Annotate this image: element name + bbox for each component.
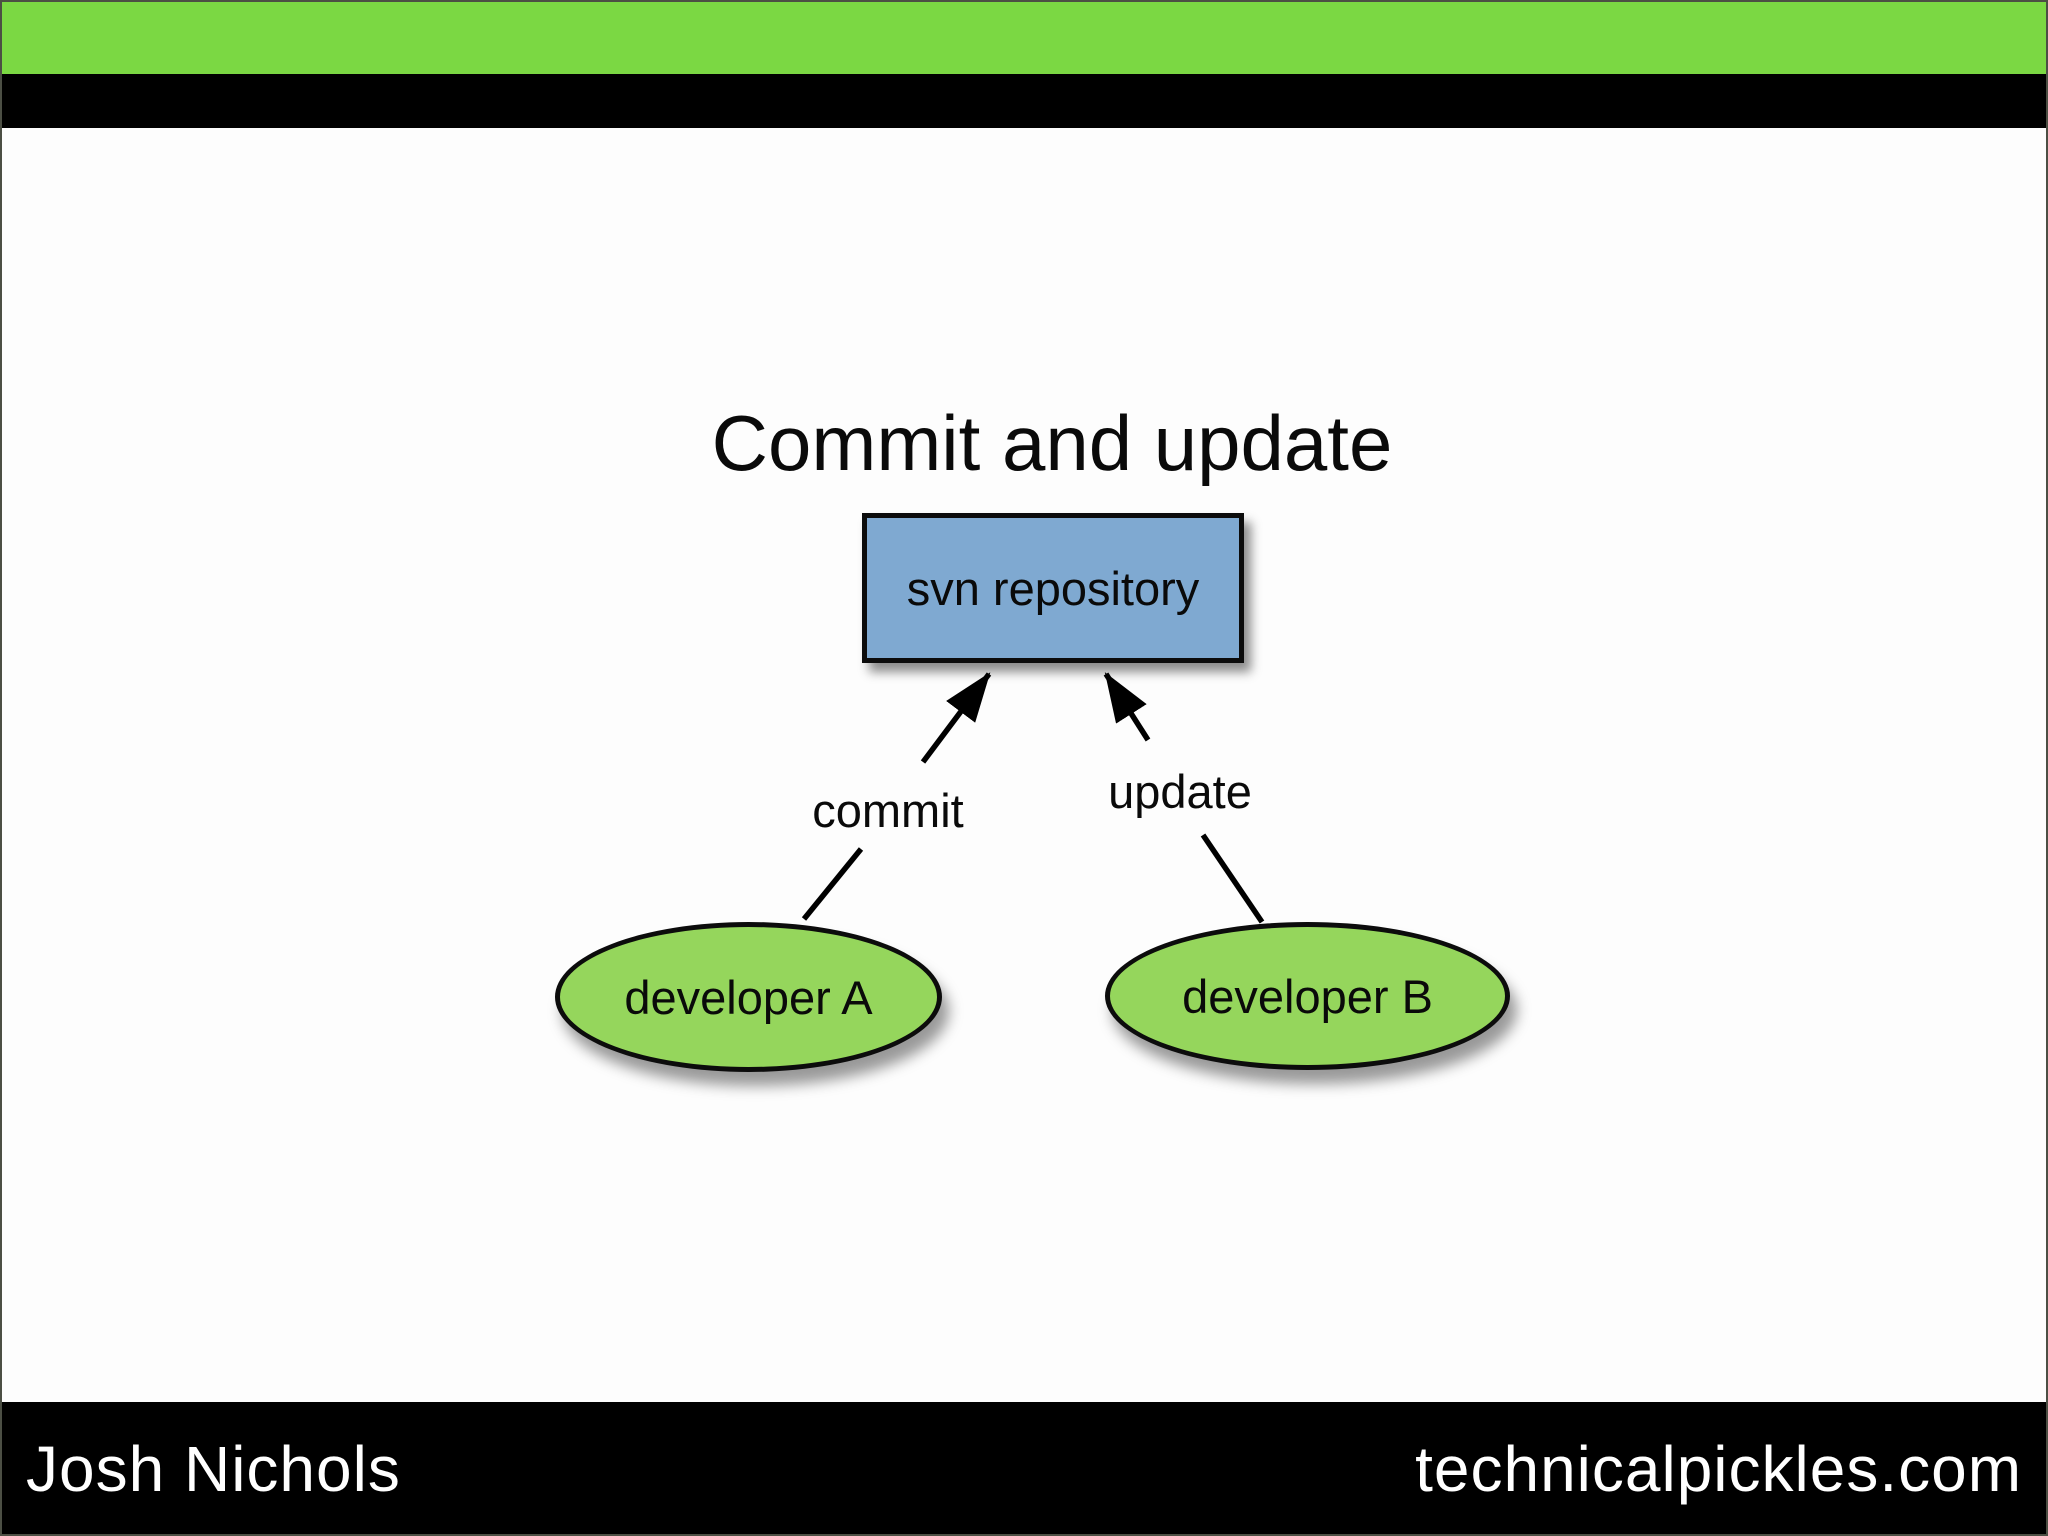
developer-a-label: developer A xyxy=(624,970,873,1024)
svn-repository-label: svn repository xyxy=(906,561,1200,615)
header-green-bar xyxy=(0,0,2048,74)
developer-b-node: developer B xyxy=(1105,922,1510,1070)
commit-edge-label: commit xyxy=(812,784,964,837)
header-black-bar xyxy=(0,74,2048,128)
developer-b-label: developer B xyxy=(1182,969,1433,1023)
slide-title: Commit and update xyxy=(711,399,1393,487)
footer-author: Josh Nichols xyxy=(26,1433,401,1505)
update-arrow-lower-segment xyxy=(1200,833,1265,924)
footer-bar: Josh Nichols technicalpickles.com xyxy=(0,1402,2048,1536)
developer-a-node: developer A xyxy=(555,922,942,1072)
svn-repository-node: svn repository xyxy=(862,513,1244,663)
commit-arrow-upper-segment xyxy=(920,672,992,764)
footer-website: technicalpickles.com xyxy=(1415,1433,2022,1505)
update-edge-label: update xyxy=(1108,765,1252,818)
update-arrow-upper-segment xyxy=(1103,672,1151,742)
commit-arrow-lower-segment xyxy=(801,847,864,921)
